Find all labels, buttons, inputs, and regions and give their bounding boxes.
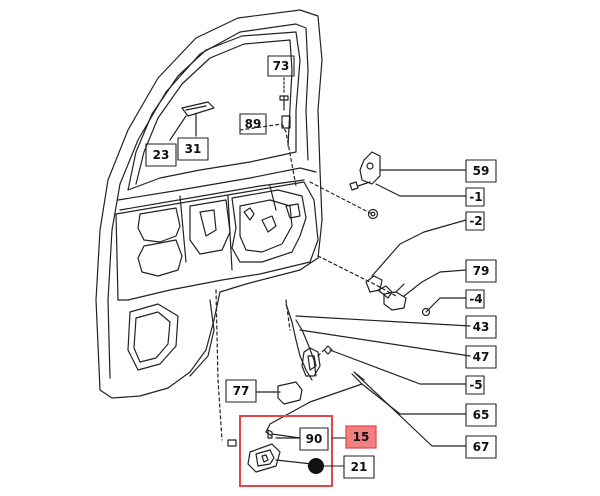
callout-59[interactable]: 59 (473, 164, 490, 178)
callout-box-59 (465, 159, 497, 183)
callout-65[interactable]: 65 (473, 408, 490, 422)
dashed-guides (215, 123, 397, 441)
callout-box-47 (465, 345, 497, 369)
callout-box-2 (465, 211, 485, 231)
leader-90 (271, 433, 301, 439)
callout-box-79 (465, 259, 497, 283)
callout-box-90 (299, 427, 329, 451)
callout-73[interactable]: 73 (273, 59, 290, 73)
callout-2[interactable]: -2 (469, 214, 482, 228)
part-59-bracket (349, 151, 381, 191)
callout-box-4 (465, 289, 485, 309)
callout-boxes (145, 55, 497, 479)
callout-23[interactable]: 23 (153, 148, 170, 162)
callout-box-1 (465, 187, 485, 207)
callout-5[interactable]: -5 (469, 378, 482, 392)
part-1-grommet (367, 208, 379, 220)
part-15-handle (227, 429, 313, 473)
callout-box-43 (465, 315, 497, 339)
callout-31[interactable]: 31 (185, 142, 202, 156)
callout-90[interactable]: 90 (306, 432, 323, 446)
part-21-plug (308, 458, 324, 474)
callout-15[interactable]: 15 (353, 430, 370, 444)
part-73-bolt (279, 77, 291, 129)
part-65-rod (265, 371, 365, 433)
callout-box-77 (225, 379, 257, 403)
part-77-block (277, 381, 303, 405)
callout-box-15[interactable] (345, 425, 377, 449)
callout-1[interactable]: -1 (469, 190, 482, 204)
leader-lines (169, 113, 471, 467)
callout-89[interactable]: 89 (245, 117, 262, 131)
door-frame (95, 9, 323, 399)
callout-box-89 (239, 113, 267, 135)
callout-box-5 (465, 375, 485, 395)
callout-4[interactable]: -4 (469, 292, 482, 306)
callout-box-31 (177, 137, 209, 161)
callout-79[interactable]: 79 (473, 264, 490, 278)
callout-47[interactable]: 47 (473, 350, 490, 364)
door-inner-panel (115, 181, 319, 377)
callout-43[interactable]: 43 (473, 320, 490, 334)
callout-box-67 (465, 435, 497, 459)
callout-67[interactable]: 67 (473, 440, 490, 454)
callout-box-23 (145, 143, 177, 167)
callout-box-21 (343, 455, 375, 479)
callout-77[interactable]: 77 (233, 384, 250, 398)
callout-21[interactable]: 21 (351, 460, 368, 474)
callout-box-65 (465, 403, 497, 427)
part-79-clips (365, 275, 431, 317)
part-23-handle (181, 101, 215, 117)
part-15-highlight-frame (239, 415, 333, 487)
part-43-rods (285, 303, 333, 381)
callout-box-73 (267, 55, 295, 77)
